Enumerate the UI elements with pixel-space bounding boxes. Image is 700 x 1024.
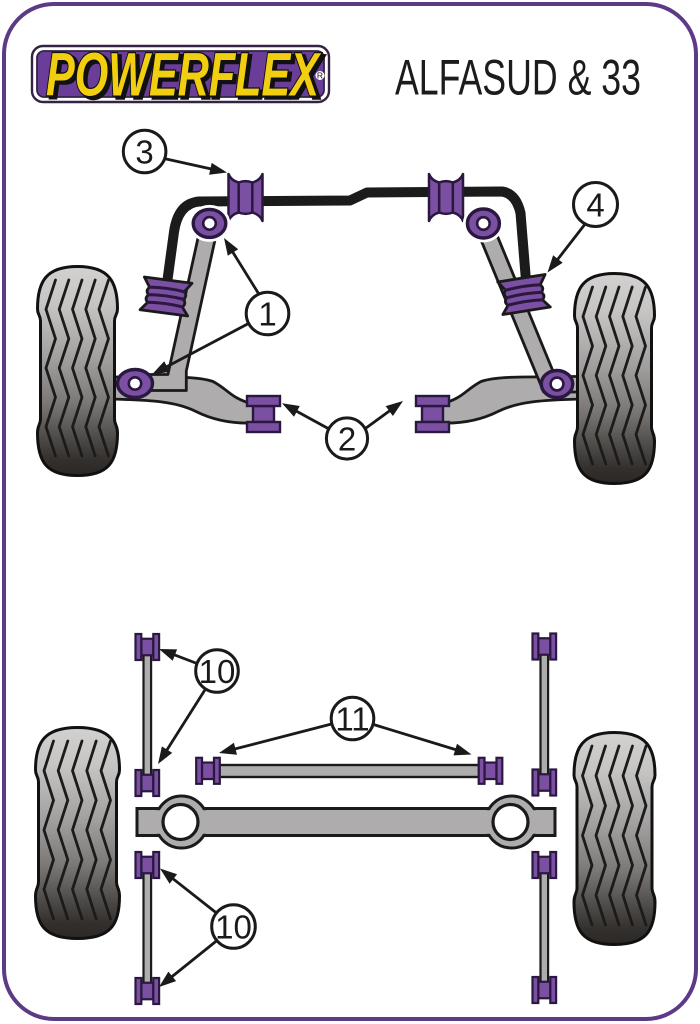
svg-text:R: R (317, 71, 323, 81)
svg-text:10: 10 (215, 908, 252, 945)
svg-text:4: 4 (586, 186, 604, 223)
svg-text:3: 3 (135, 133, 153, 170)
svg-text:11: 11 (335, 700, 369, 737)
svg-text:1: 1 (258, 295, 276, 332)
svg-text:ALFASUD & 33: ALFASUD & 33 (395, 50, 641, 106)
svg-text:POWERFLEX: POWERFLEX (46, 41, 321, 109)
svg-text:POWERFLEX: POWERFLEX (49, 43, 324, 111)
svg-text:2: 2 (338, 420, 356, 457)
svg-text:10: 10 (199, 653, 236, 690)
